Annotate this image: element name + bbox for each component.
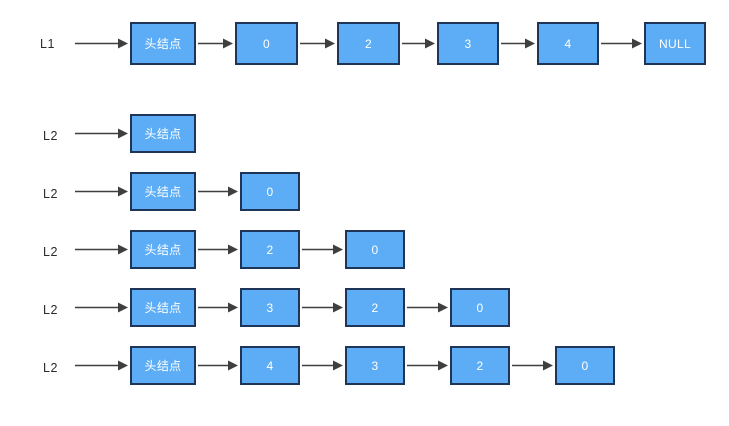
link-arrow	[302, 244, 343, 255]
null-node: NULL	[644, 22, 706, 65]
row-label: L2	[43, 129, 58, 143]
link-arrow	[407, 360, 448, 371]
value-node: 2	[450, 346, 510, 385]
row-label: L2	[43, 303, 58, 317]
link-arrow	[198, 244, 238, 255]
row-label: L2	[43, 245, 58, 259]
entry-arrow	[75, 186, 128, 197]
link-arrow	[402, 38, 435, 49]
link-arrow	[198, 360, 238, 371]
link-arrow	[501, 38, 535, 49]
link-arrow	[302, 360, 343, 371]
value-node: 0	[235, 22, 298, 65]
link-arrow	[302, 302, 343, 313]
value-node: 0	[240, 172, 300, 211]
entry-arrow	[75, 128, 128, 139]
entry-arrow	[75, 38, 128, 49]
link-arrow	[407, 302, 448, 313]
value-node: 0	[345, 230, 405, 269]
entry-arrow	[75, 244, 128, 255]
value-node: 3	[437, 22, 499, 65]
link-arrow	[512, 360, 553, 371]
value-node: 0	[450, 288, 510, 327]
head-node: 头结点	[130, 172, 196, 211]
value-node: 3	[240, 288, 300, 327]
entry-arrow	[75, 302, 128, 313]
link-arrow	[198, 302, 238, 313]
link-arrow	[198, 38, 233, 49]
head-node: 头结点	[130, 230, 196, 269]
row-label: L1	[40, 37, 55, 51]
entry-arrow	[75, 360, 128, 371]
value-node: 4	[537, 22, 599, 65]
value-node: 2	[345, 288, 405, 327]
row-label: L2	[43, 361, 58, 375]
value-node: 3	[345, 346, 405, 385]
link-arrow	[198, 186, 238, 197]
head-node: 头结点	[130, 346, 196, 385]
value-node: 2	[337, 22, 400, 65]
link-arrow	[300, 38, 335, 49]
link-arrow	[601, 38, 642, 49]
value-node: 4	[240, 346, 300, 385]
head-node: 头结点	[130, 114, 196, 153]
value-node: 0	[555, 346, 615, 385]
value-node: 2	[240, 230, 300, 269]
head-node: 头结点	[130, 288, 196, 327]
head-node: 头结点	[130, 22, 196, 65]
row-label: L2	[43, 187, 58, 201]
